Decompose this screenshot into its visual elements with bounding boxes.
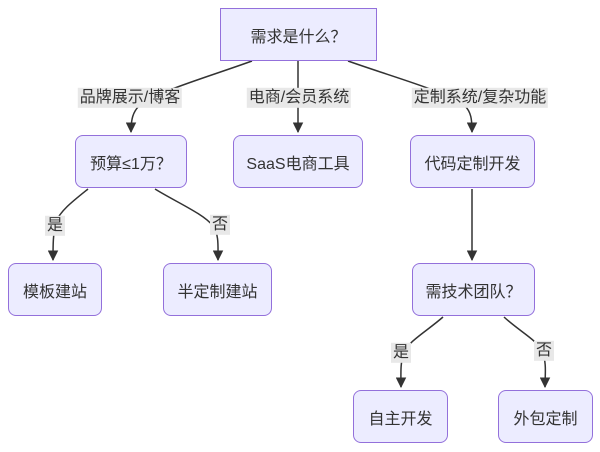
- node-template-site: 模板建站: [8, 263, 102, 316]
- edge-label-no-team: 否: [533, 340, 555, 362]
- edge-label-ecommerce-member: 电商/会员系统: [246, 87, 352, 109]
- edge-label-custom-system: 定制系统/复杂功能: [411, 87, 549, 109]
- edge-label-no-budget: 否: [209, 214, 231, 236]
- node-tech-team-question: 需技术团队？: [412, 263, 535, 316]
- node-self-develop: 自主开发: [353, 390, 448, 443]
- edge-label-brand-blog: 品牌展示/博客: [77, 87, 183, 109]
- node-requirement-question: 需求是什么？: [220, 8, 377, 61]
- node-budget-question: 预算≤1万？: [75, 135, 187, 188]
- node-custom-code-dev: 代码定制开发: [410, 135, 535, 188]
- node-semi-custom-site: 半定制建站: [163, 263, 272, 316]
- edge-label-yes-budget: 是: [44, 215, 66, 237]
- edge-budget-no: [154, 188, 224, 262]
- node-saas-ecommerce-tool: SaaS电商工具: [233, 135, 363, 188]
- node-outsource-custom: 外包定制: [498, 390, 593, 443]
- edge-label-yes-team: 是: [390, 342, 412, 364]
